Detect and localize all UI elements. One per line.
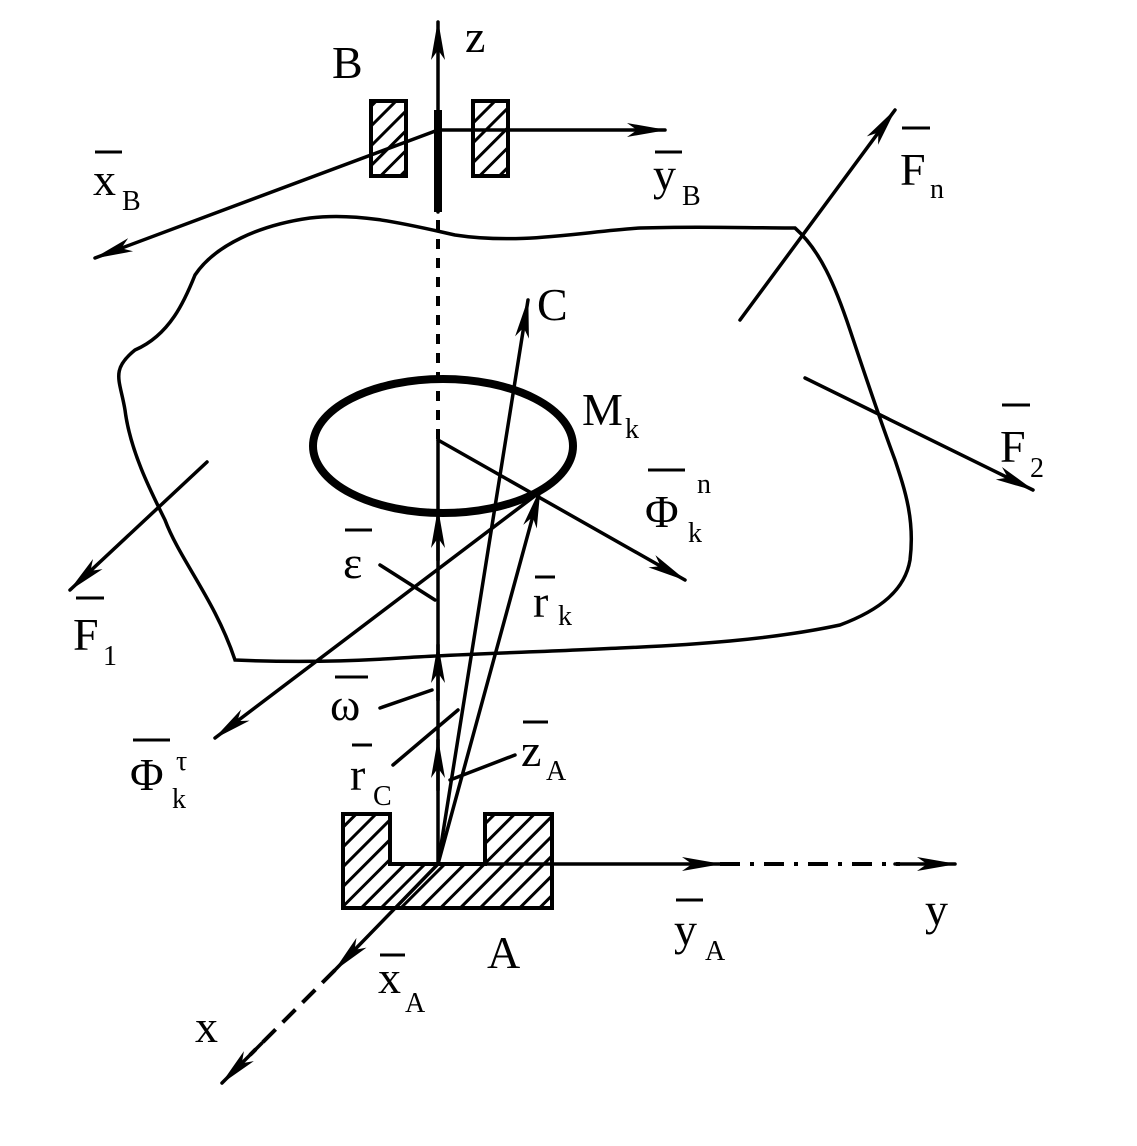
x-axis-tip bbox=[220, 1041, 264, 1085]
fn-vector bbox=[738, 108, 897, 322]
bearing-a bbox=[341, 812, 554, 910]
rc-sub: C bbox=[373, 781, 392, 812]
body-outline bbox=[117, 214, 914, 664]
xb-sub: B bbox=[122, 186, 141, 217]
phin-label: Φ bbox=[645, 486, 679, 537]
rc-vector bbox=[436, 298, 530, 866]
rk-label: r bbox=[533, 576, 548, 627]
mk-label: M bbox=[582, 384, 623, 435]
phit-sup: τ bbox=[176, 746, 187, 777]
point-c-label: C bbox=[537, 279, 568, 330]
fn-sub: n bbox=[930, 174, 944, 205]
f1-sub: 1 bbox=[103, 641, 117, 672]
phin-vector bbox=[436, 438, 687, 582]
y-axis-label: y bbox=[925, 884, 948, 935]
epsilon-leader bbox=[378, 563, 437, 602]
ya-label: y bbox=[674, 904, 697, 955]
rc-label: r bbox=[350, 749, 365, 800]
phin-sup: n bbox=[697, 469, 711, 500]
yb-label: y bbox=[653, 149, 676, 200]
za-sub: A bbox=[546, 756, 567, 787]
x-axis-dashed bbox=[248, 968, 337, 1057]
rc-leader bbox=[391, 708, 460, 767]
f2-vector bbox=[803, 376, 1035, 492]
phit-sub: k bbox=[172, 784, 186, 815]
f1-label: F bbox=[73, 609, 99, 660]
xa-sub: A bbox=[405, 988, 426, 1019]
point-b-label: B bbox=[332, 37, 363, 88]
rk-sub: k bbox=[558, 601, 572, 632]
epsilon-label: ε bbox=[343, 537, 362, 588]
phin-sub: k bbox=[688, 518, 702, 549]
point-a-label: A bbox=[487, 927, 520, 978]
fn-label: F bbox=[900, 144, 926, 195]
mk-sub: k bbox=[625, 414, 639, 445]
z-axis-label: z bbox=[465, 11, 485, 62]
xa-vector bbox=[333, 862, 440, 972]
xa-label: x bbox=[378, 952, 401, 1003]
rk-vector bbox=[436, 488, 542, 866]
za-leader bbox=[448, 753, 517, 782]
za-label: z bbox=[521, 725, 541, 776]
xb-vector bbox=[93, 128, 440, 260]
bearing-b-left bbox=[369, 99, 408, 178]
phit-vector bbox=[213, 490, 542, 740]
omega-leader bbox=[378, 688, 434, 710]
f1-vector bbox=[68, 460, 209, 592]
f2-label: F bbox=[1000, 421, 1026, 472]
ya-sub: A bbox=[705, 936, 726, 967]
omega-label: ω bbox=[330, 679, 360, 730]
yb-sub: B bbox=[682, 181, 701, 212]
xb-label: x bbox=[93, 154, 116, 205]
bearing-b-right bbox=[471, 99, 510, 178]
x-axis-label: x bbox=[195, 1001, 218, 1052]
phit-label: Φ bbox=[130, 749, 164, 800]
f2-sub: 2 bbox=[1030, 453, 1044, 484]
